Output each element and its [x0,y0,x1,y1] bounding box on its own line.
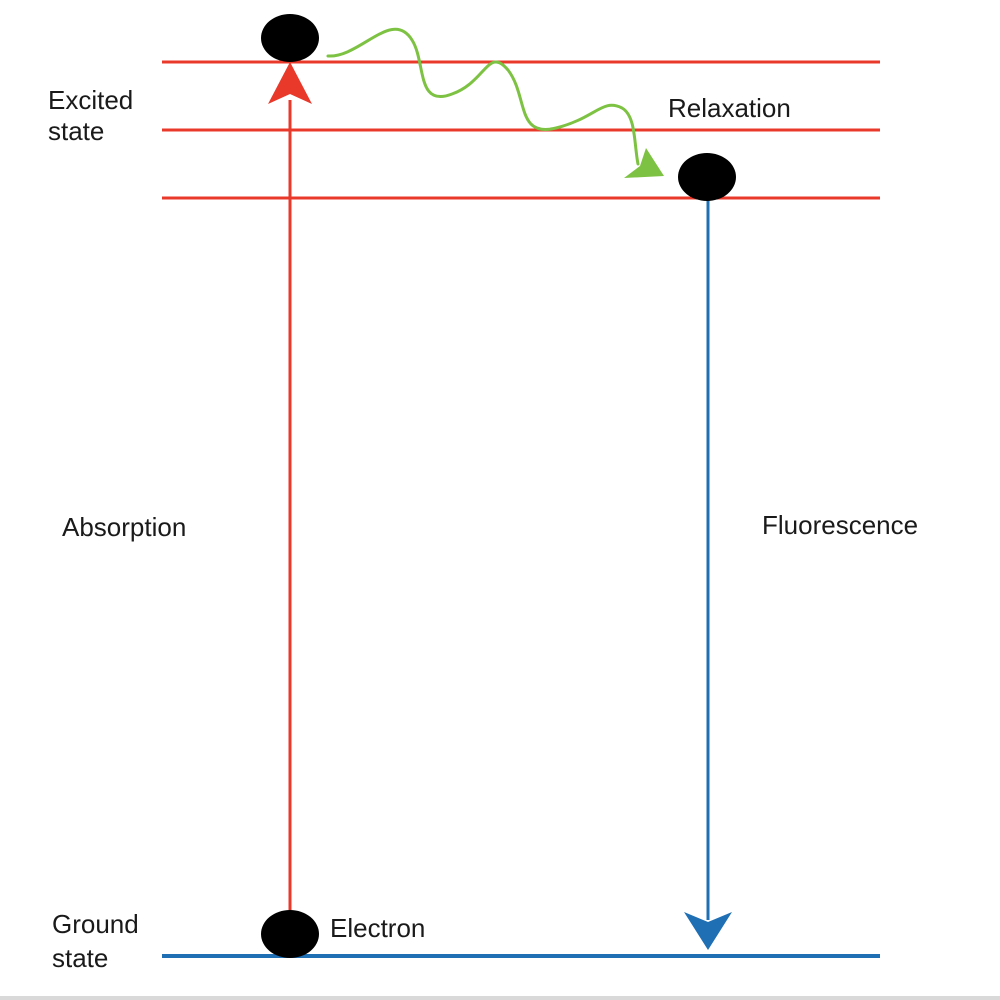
fluorescence-arrowhead [684,912,732,950]
electron-excited [261,14,319,62]
electron-ground [261,910,319,958]
fluorescence-label: Fluorescence [762,510,919,540]
relaxation-label: Relaxation [668,93,791,123]
electron-relaxed [678,153,736,201]
excited-state-label-line2: state [48,116,105,146]
absorption-arrowhead [268,62,312,104]
bottom-border [0,996,1000,1000]
excited-state-label-line1: Excited [48,85,134,115]
relaxation-wavy-arrow [326,27,640,166]
electron-label: Electron [330,913,426,943]
absorption-label: Absorption [62,512,187,542]
ground-state-label-line2: state [52,943,109,973]
ground-state-label-line1: Ground [52,909,139,939]
relaxation-arrowhead [624,148,664,178]
